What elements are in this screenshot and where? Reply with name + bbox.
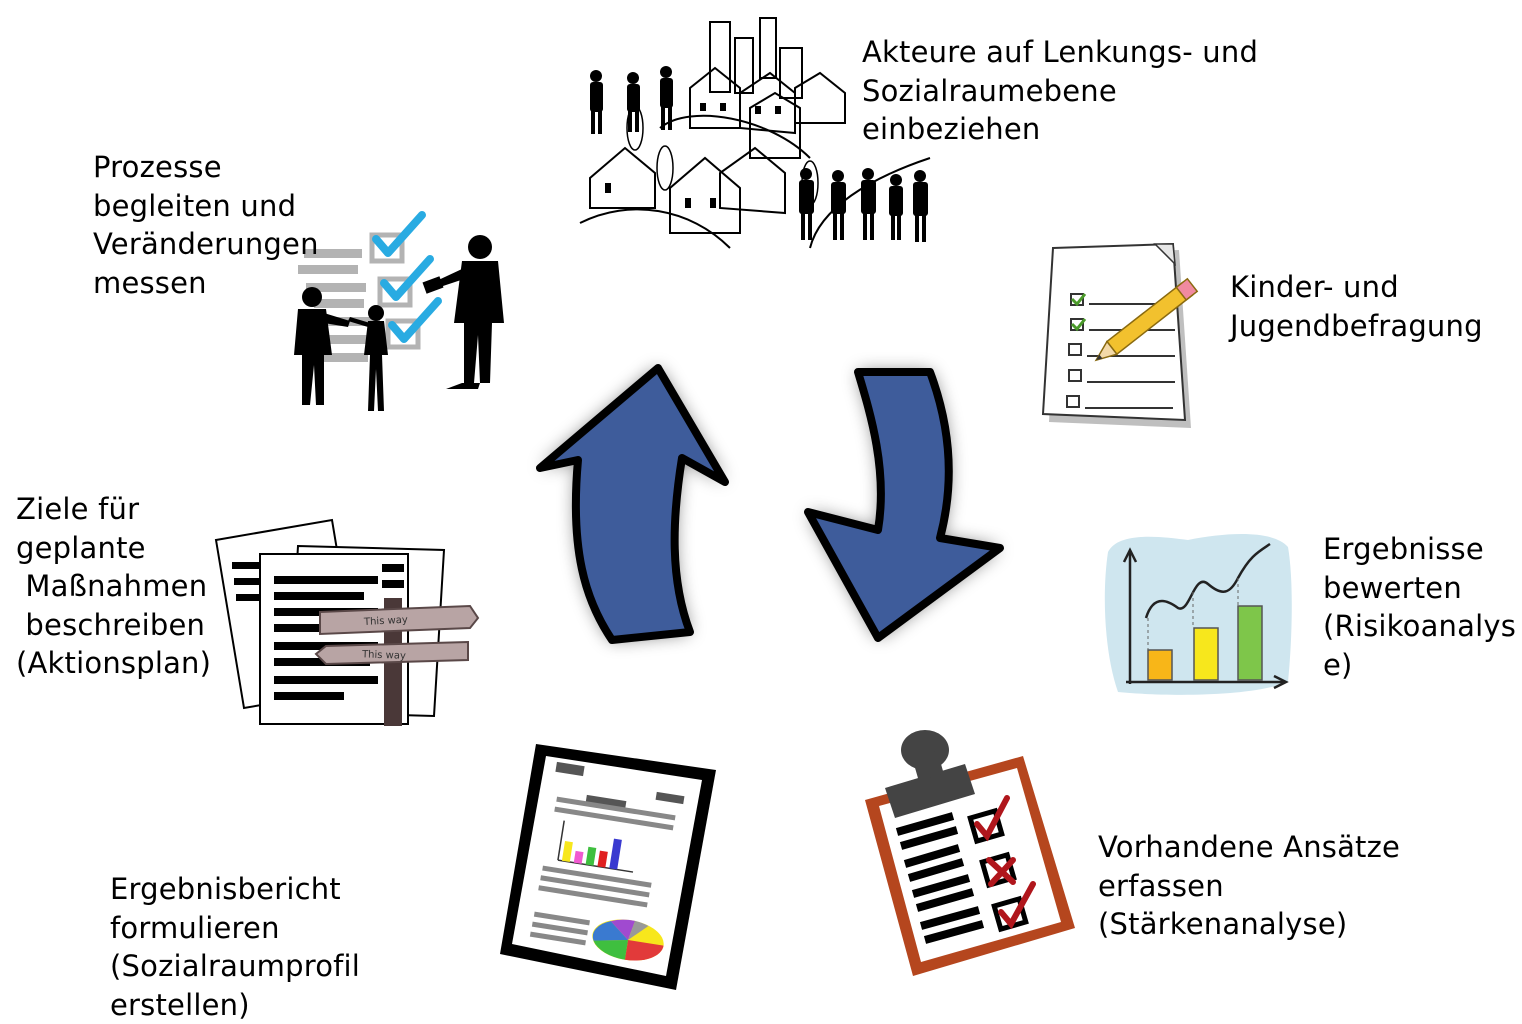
step-label-prozesse: Prozesse begleiten und Veränderungen mes… <box>93 150 319 300</box>
step-label-ziele: Ziele für geplante Maßnahmen beschreiben… <box>16 492 212 680</box>
step-label-befragung: Kinder- und Jugendbefragung <box>1230 270 1483 343</box>
cycle-arrow-down <box>804 368 1004 642</box>
people-checklist-icon <box>294 211 504 411</box>
cycle-arrow-up <box>536 364 729 644</box>
step-label-ansaetze: Vorhandene Ansätze erfassen (Stärkenanal… <box>1098 830 1401 941</box>
town-people-icon <box>579 17 931 249</box>
growth-chart-icon <box>1104 534 1292 695</box>
step-label-akteure: Akteure auf Lenkungs- und Sozialraumeben… <box>862 35 1259 146</box>
step-label-bericht: Ergebnisbericht formulieren (Sozialraump… <box>110 872 361 1022</box>
documents-signpost-icon: This way This way <box>212 518 482 728</box>
signpost-bottom-text: This way <box>361 649 406 662</box>
step-label-bewerten: Ergebnisse bewerten (Risikoanalys e) <box>1323 532 1517 682</box>
checklist-pencil-icon <box>1041 242 1199 428</box>
signpost-top-text: This way <box>363 615 408 628</box>
report-document-icon <box>500 744 716 990</box>
clipboard-checklist-icon <box>865 730 1075 976</box>
